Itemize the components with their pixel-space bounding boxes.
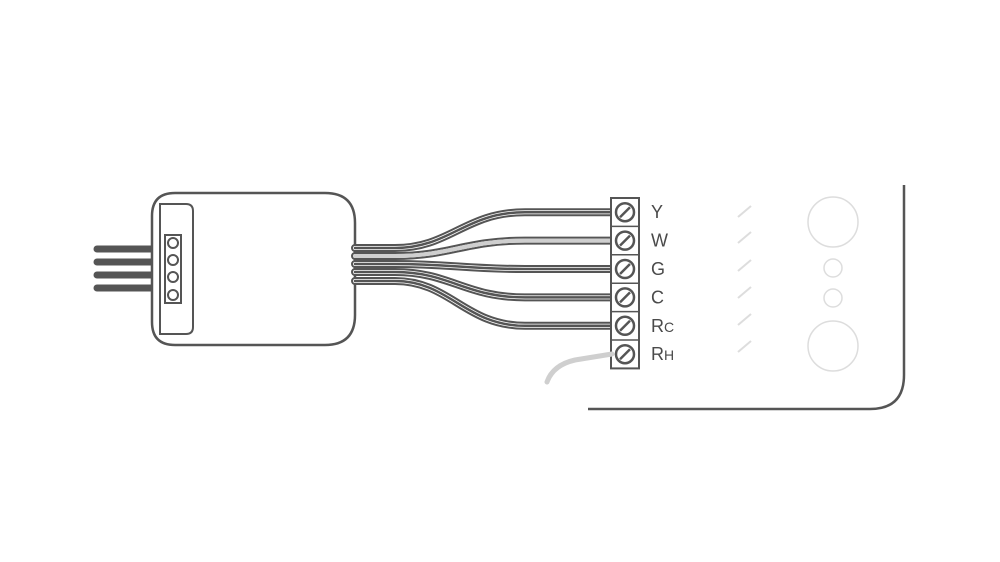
faint-slot xyxy=(737,313,752,326)
terminal-screw-slot xyxy=(619,234,631,247)
base-plate-features xyxy=(737,196,859,372)
terminal-label-c: C xyxy=(651,287,664,307)
wire-core-rc xyxy=(353,279,613,328)
wire-bundle xyxy=(351,208,615,330)
wire-line-c xyxy=(353,270,613,299)
wire-light-w xyxy=(353,238,613,258)
adapter-port xyxy=(167,271,179,283)
faint-slot xyxy=(737,231,752,244)
terminal-screw-slot xyxy=(619,348,631,361)
terminal-label-y: Y xyxy=(651,202,663,222)
terminal-label-subscript: H xyxy=(664,347,674,363)
terminal-label-text: G xyxy=(651,259,665,279)
wire-line-y xyxy=(353,210,613,250)
faint-slot xyxy=(737,259,752,272)
terminal-label-text: R xyxy=(651,344,664,364)
wire-line-rc xyxy=(353,279,613,328)
terminal-screw-slot xyxy=(619,263,631,275)
faint-slot xyxy=(737,205,752,218)
terminal-screw-slot xyxy=(619,291,631,304)
faint-small-hole xyxy=(823,258,843,278)
terminal-label-rh: RH xyxy=(651,344,674,364)
adapter-port xyxy=(167,237,179,249)
terminal-label-text: R xyxy=(651,316,664,336)
adapter-body xyxy=(150,191,357,347)
adapter-port xyxy=(167,254,179,266)
terminal-label-text: C xyxy=(651,287,664,307)
adapter-module xyxy=(93,191,357,347)
terminal-label-w: W xyxy=(651,231,668,251)
terminal-screw-slot xyxy=(619,206,631,219)
faint-small-hole xyxy=(823,288,843,308)
terminal-label-text: Y xyxy=(651,202,663,222)
rh-loose-wire xyxy=(544,351,615,385)
wire-line-g xyxy=(353,262,613,271)
terminal-label-text: W xyxy=(651,231,668,251)
terminal-screw-slot xyxy=(619,319,631,332)
faint-slot xyxy=(737,286,752,299)
faint-screw-hole xyxy=(807,320,859,372)
terminal-label-g: G xyxy=(651,259,665,279)
terminal-label-subscript: C xyxy=(664,319,674,335)
base-plate-outline xyxy=(588,185,906,411)
adapter-port xyxy=(167,289,179,301)
terminal-label-rc: RC xyxy=(651,316,674,336)
faint-slot xyxy=(737,340,752,353)
faint-screw-hole xyxy=(807,196,859,248)
adapter-port-block xyxy=(164,234,182,304)
